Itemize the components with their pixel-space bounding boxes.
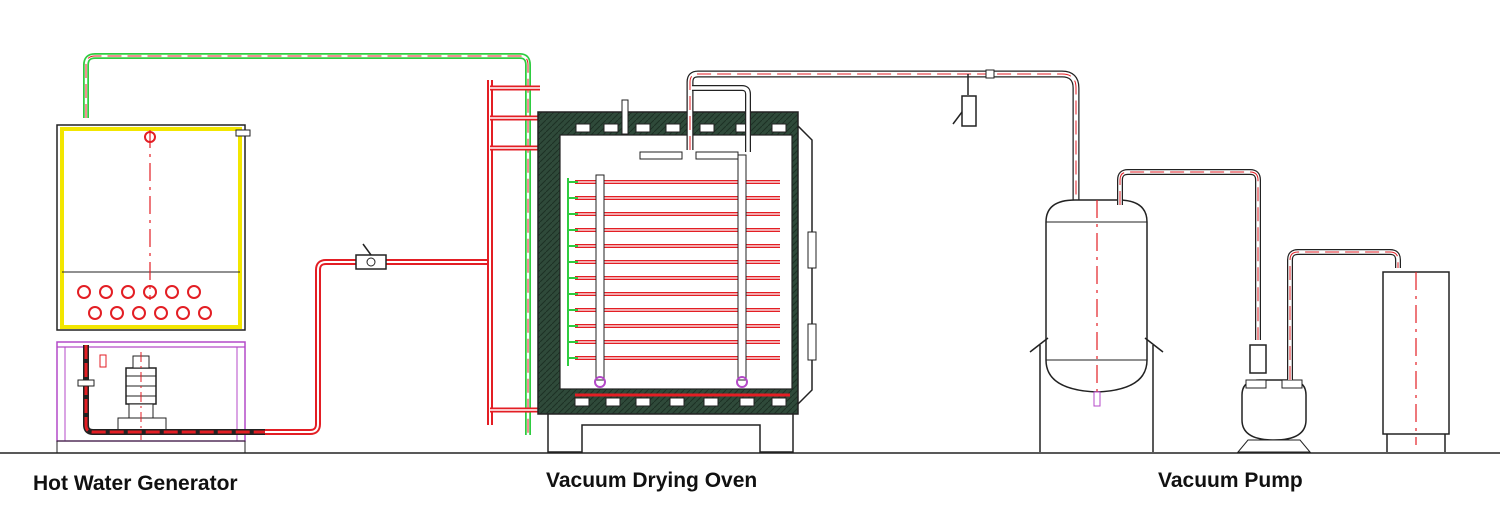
label-vacuum-drying-oven: Vacuum Drying Oven — [546, 469, 758, 492]
vacuum-drying-oven — [537, 99, 817, 453]
hwg-tank-lining — [60, 127, 242, 329]
label-hot-water-generator: Hot Water Generator — [33, 472, 238, 495]
circulation-pump — [117, 352, 167, 440]
red-return-pipe — [265, 243, 490, 435]
hwg-tank — [56, 124, 246, 331]
hot-water-generator — [56, 124, 265, 454]
return-valve — [355, 254, 387, 270]
label-vacuum-pump: Vacuum Pump — [1158, 469, 1303, 492]
vacuum-pump-unit — [1236, 249, 1401, 453]
condenser-tank — [1029, 199, 1164, 452]
green-supply-pipe — [83, 53, 531, 435]
vacuum-valve — [961, 95, 977, 127]
oven-inlet-manifold — [487, 80, 540, 425]
vacuum-line — [686, 69, 1080, 285]
exhaust-tank — [1382, 271, 1450, 452]
heater-elements — [77, 285, 212, 320]
condenser-outlet-pipe — [1117, 169, 1267, 374]
